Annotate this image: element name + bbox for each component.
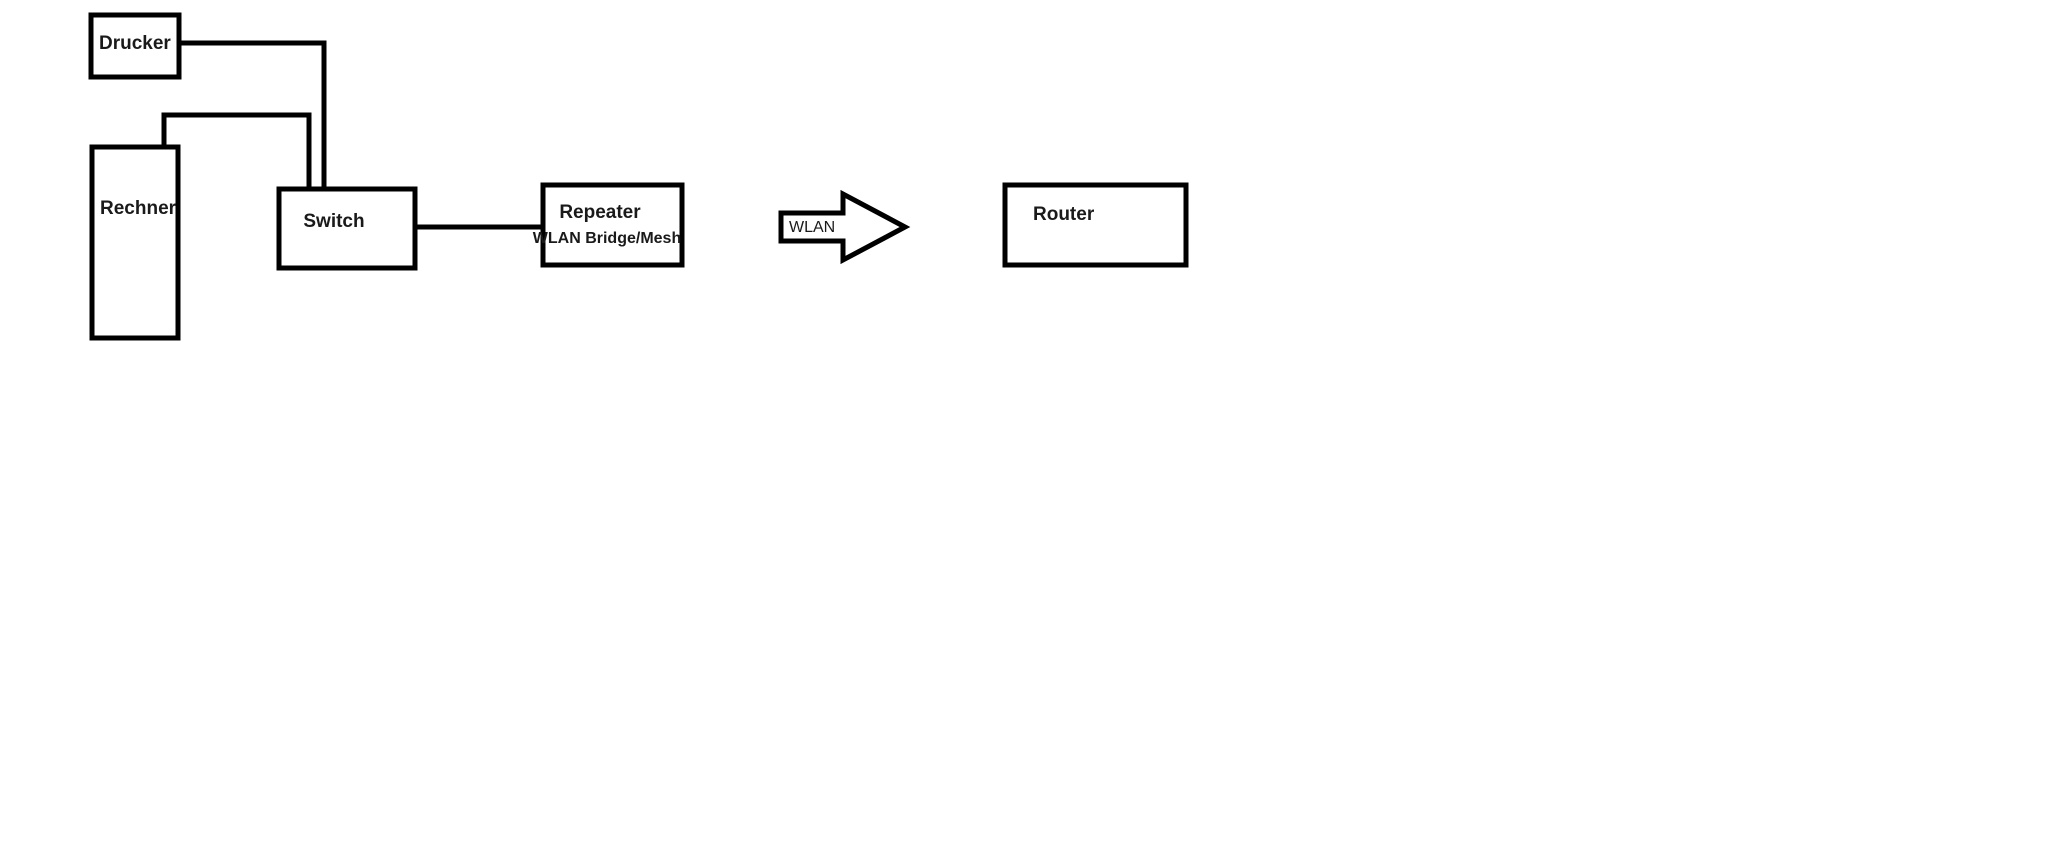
- wlan-arrow: WLAN: [778, 189, 911, 265]
- node-repeater-label: Repeater: [559, 202, 641, 223]
- node-switch[interactable]: Switch: [276, 186, 418, 271]
- node-drucker[interactable]: Drucker: [88, 12, 182, 80]
- node-rechner-label: Rechner: [100, 198, 177, 219]
- node-repeater-sublabel: WLAN Bridge/Mesh: [533, 230, 681, 247]
- wlan-arrow-shape: [778, 189, 911, 265]
- node-drucker-box[interactable]: [88, 12, 182, 80]
- node-router-label: Router: [1033, 204, 1095, 225]
- node-router[interactable]: Router: [1002, 182, 1189, 268]
- node-rechner[interactable]: Rechner: [89, 144, 181, 341]
- node-switch-label: Switch: [303, 211, 364, 232]
- node-repeater-box[interactable]: [540, 182, 685, 268]
- node-drucker-label: Drucker: [99, 33, 171, 54]
- connection-drucker-switch: [179, 40, 327, 191]
- node-repeater[interactable]: Repeater WLAN Bridge/Mesh: [533, 182, 685, 268]
- connection-rechner-switch: [161, 112, 312, 191]
- node-router-box[interactable]: [1002, 182, 1189, 268]
- node-switch-box[interactable]: [276, 186, 418, 271]
- node-rechner-box[interactable]: [89, 144, 181, 341]
- wlan-arrow-label: WLAN: [789, 219, 835, 236]
